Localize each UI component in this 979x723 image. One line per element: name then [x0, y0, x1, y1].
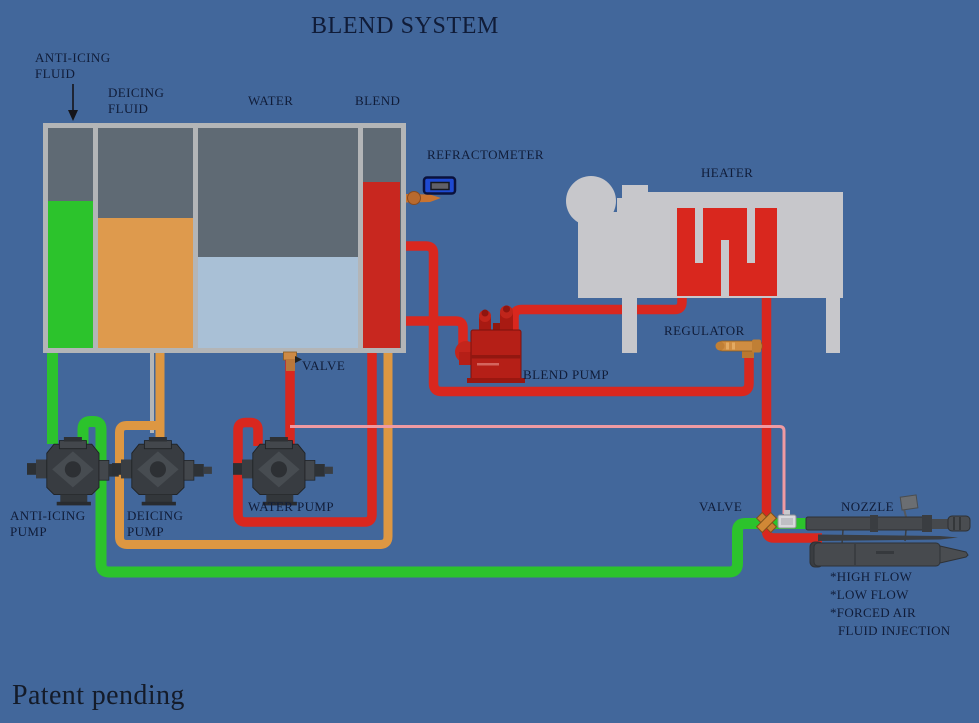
heater-body [566, 176, 843, 353]
tank-divider [358, 128, 363, 348]
nozzle-assembly [805, 494, 971, 568]
nozzle-tee-fitting [777, 510, 797, 529]
refractometer-device [406, 176, 457, 205]
pipe-water-return-run [233, 353, 377, 527]
pipe-deicing-return-run [115, 353, 393, 549]
note-fluid-injection: FLUID INJECTION [838, 623, 951, 638]
pipe-heater-to-nozzle-valve [761, 288, 822, 543]
label-refractometer: REFRACTOMETER [427, 147, 544, 162]
regulator-valve [715, 339, 763, 358]
page-title: BLEND SYSTEM [311, 13, 499, 39]
water-pump-device [232, 436, 334, 506]
pipe-blend-pump-to-heater [509, 288, 687, 333]
nozzle-top-tube [805, 516, 925, 531]
heater-leg [826, 298, 840, 353]
water-valve [283, 351, 302, 371]
tank-divider [93, 128, 98, 348]
label-water-pump: WATER PUMP [248, 499, 334, 514]
heater-coil [677, 208, 777, 296]
water-fluid-level [198, 257, 358, 348]
nozzle-bottom-barrel [813, 542, 941, 567]
blend-pump-device [455, 305, 525, 383]
label-blend-pump: BLEND PUMP [523, 367, 609, 382]
nozzle-middle-rod [818, 534, 958, 541]
label-anti-icing-pump: ANTI-ICING PUMP [10, 508, 86, 539]
pipe-anti-icing-main-run [77, 416, 812, 578]
label-anti-icing-fluid: ANTI-ICING FLUID [35, 50, 111, 81]
nozzle-valve-device [755, 511, 778, 534]
label-nozzle-valve: VALVE [699, 499, 743, 514]
patent-pending-note: Patent pending [12, 680, 185, 711]
tank-leg [150, 353, 154, 433]
label-regulator: REGULATOR [664, 323, 745, 338]
note-low-flow: *LOW FLOW [830, 587, 909, 602]
anti-icing-fluid-level [48, 201, 93, 348]
fluid-tank [43, 123, 406, 353]
label-water: WATER [248, 93, 294, 108]
note-forced-air: *FORCED AIR [830, 605, 917, 620]
note-high-flow: *HIGH FLOW [830, 569, 913, 584]
heater-leg [622, 298, 637, 353]
pipe-regulator-return-loop [406, 241, 754, 397]
pipe-sensing-line [290, 425, 786, 514]
label-deicing-pump: DEICING PUMP [127, 508, 184, 539]
anti-icing-pump-device [26, 436, 128, 506]
label-blend: BLEND [355, 93, 401, 108]
label-deicing-fluid: DEICING FLUID [108, 85, 165, 116]
label-nozzle: NOZZLE [841, 499, 894, 514]
tank-divider [193, 128, 198, 348]
nozzle-trigger-tab [899, 494, 919, 511]
deicing-fluid-level [98, 218, 193, 348]
blend-fluid-level [363, 182, 400, 348]
deicing-pump-device [111, 436, 213, 506]
arrow-down-icon [68, 84, 78, 121]
label-heater: HEATER [701, 165, 754, 180]
pipe-blend-tank-to-pump [406, 316, 468, 348]
label-water-valve: VALVE [302, 358, 346, 373]
nozzle-notes: *HIGH FLOW *LOW FLOW *FORCED AIR FLUID I… [830, 568, 950, 640]
